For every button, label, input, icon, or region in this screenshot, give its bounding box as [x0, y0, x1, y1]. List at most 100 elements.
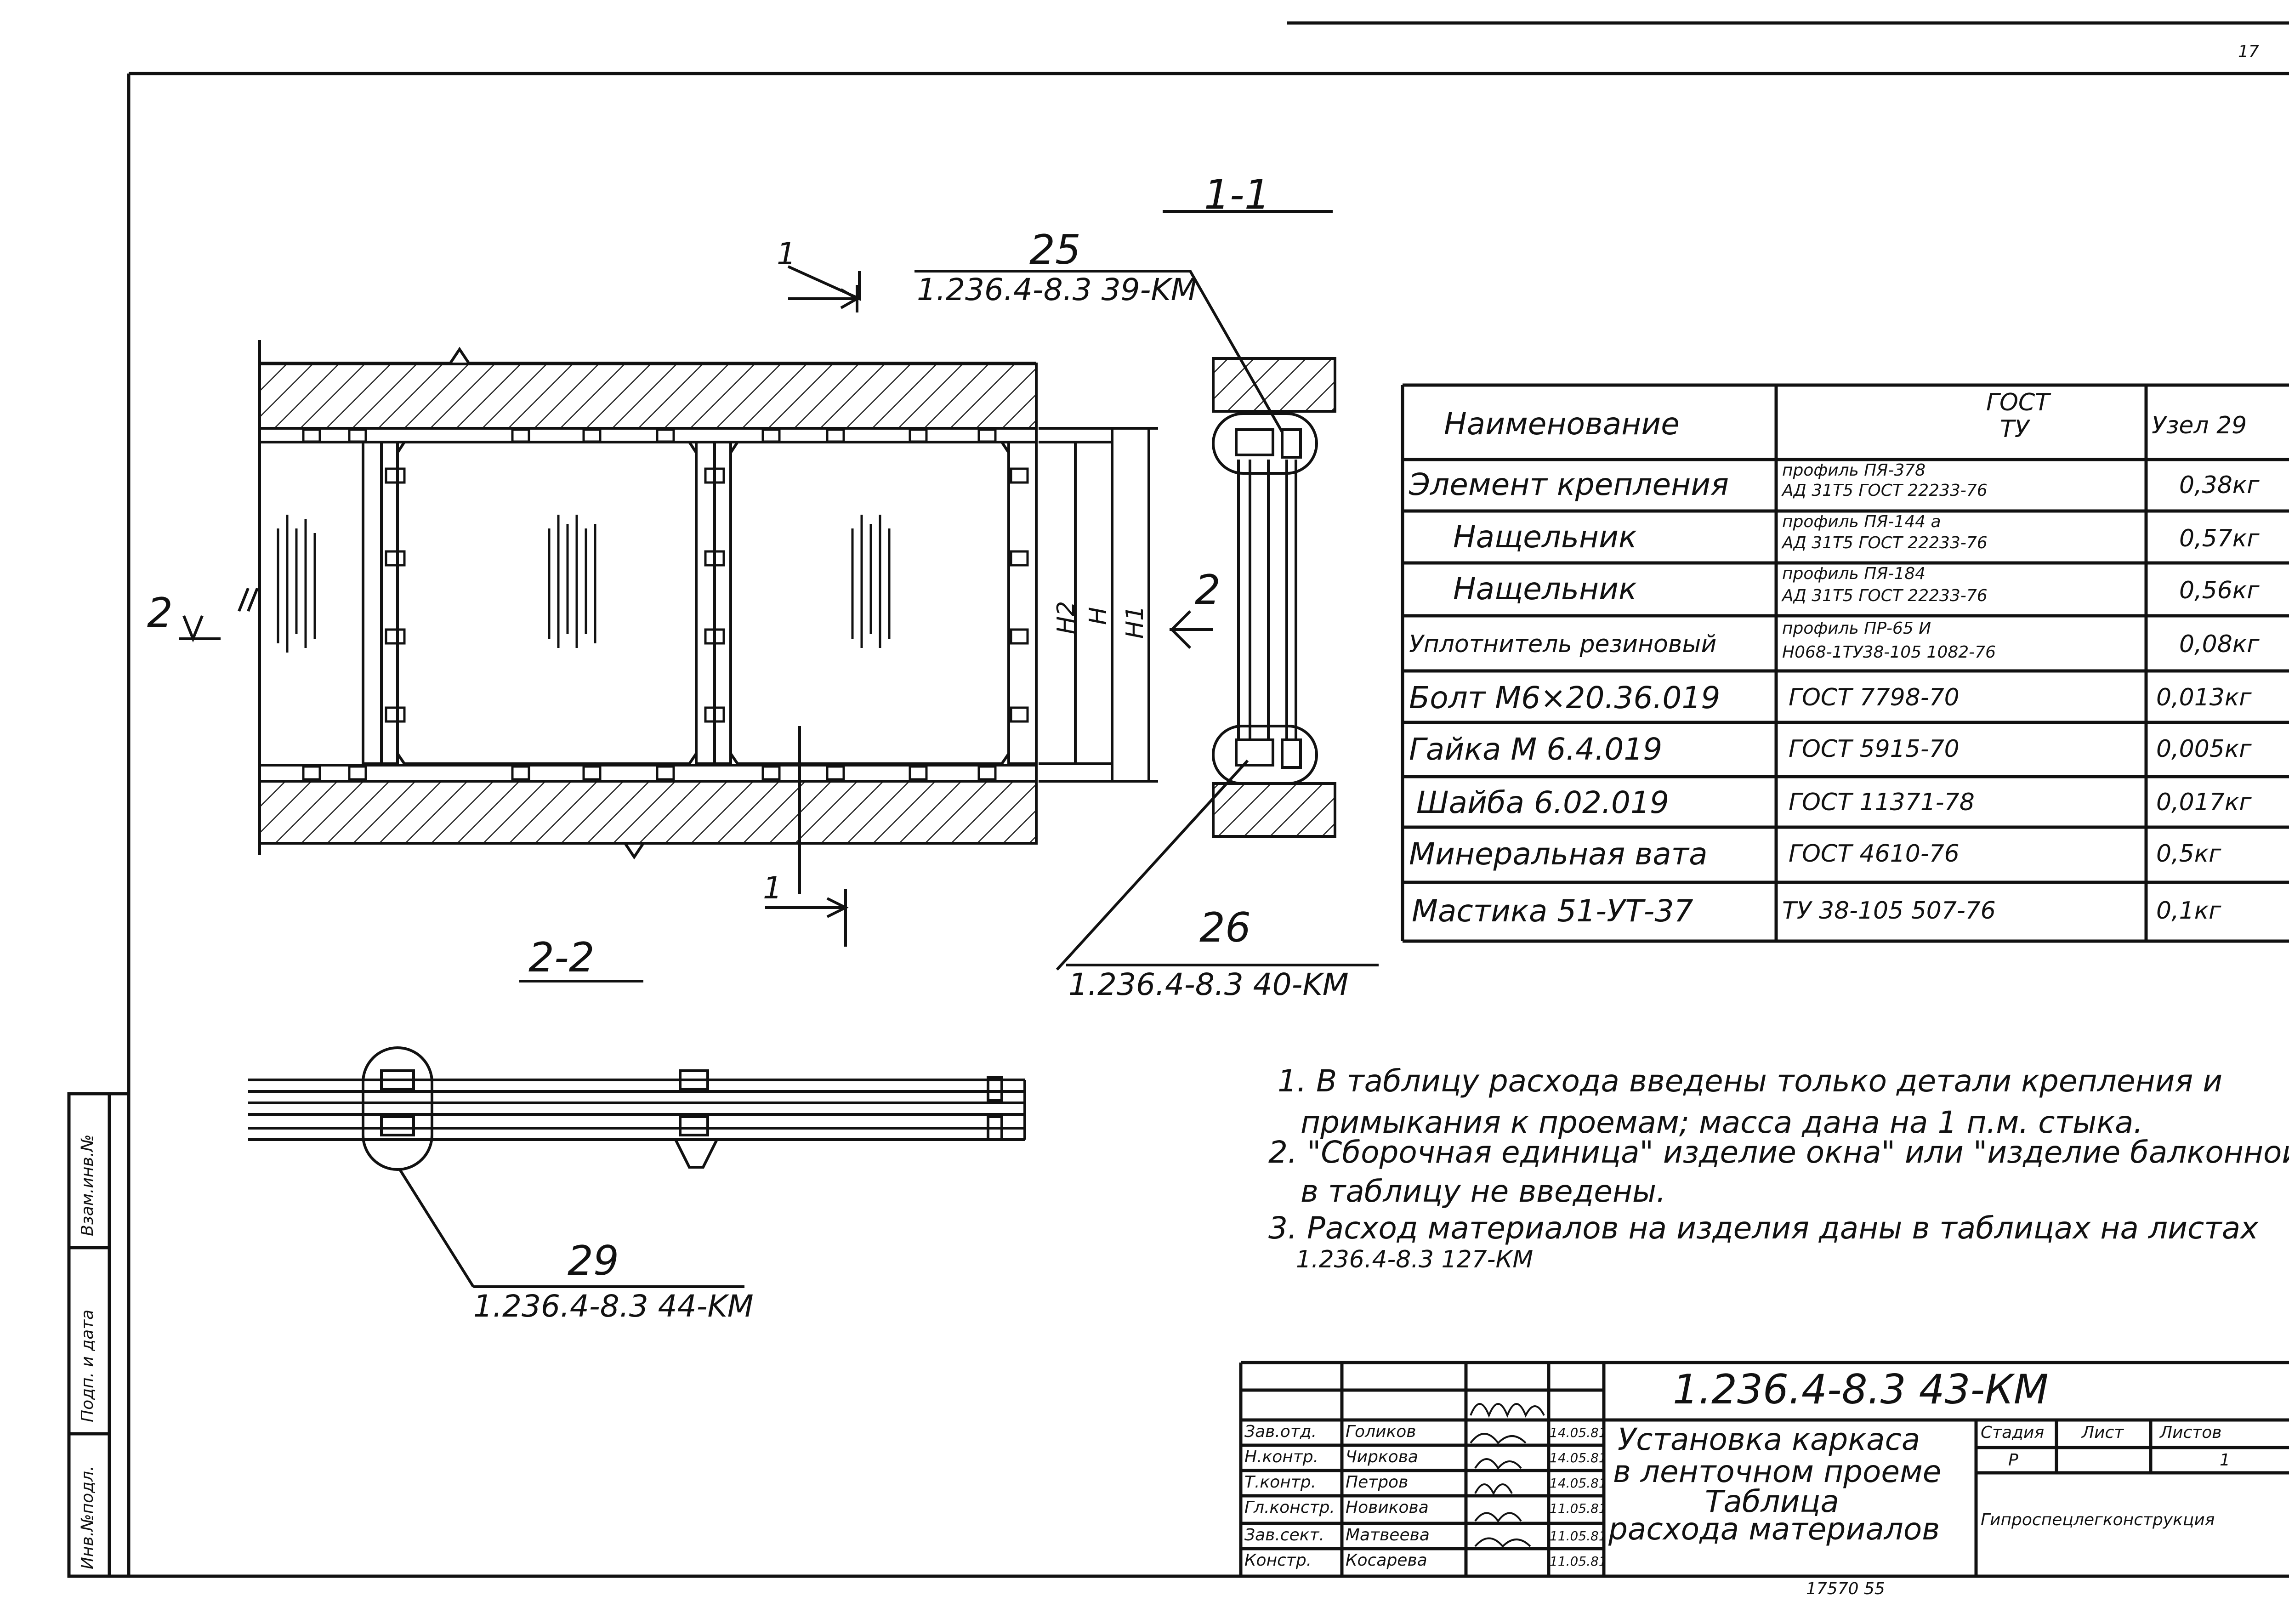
person-role: Констр.	[1244, 1551, 1312, 1570]
table-header: Наименование ГОСТ ТУ Узел 29	[1403, 385, 2289, 460]
dim-h2-label: H2	[1052, 601, 1080, 634]
person-date: 11.05.81	[1550, 1554, 1607, 1569]
document-number: 1.236.4-8.3 43-КМ	[1673, 1366, 2049, 1413]
person-name: Косарева	[1346, 1551, 1427, 1570]
item-gost-2: АД 31Т5 ГОСТ 22233-76	[1782, 481, 1988, 500]
item-mass: 0,017кг	[2156, 789, 2252, 816]
item-mass: 0,08кг	[2179, 630, 2260, 658]
person-name: Чиркова	[1346, 1448, 1418, 1466]
title-block-footer: 17570 55	[1806, 1579, 1885, 1598]
item-name: Нащельник	[1453, 519, 1637, 555]
title-line: расхода материалов	[1608, 1511, 1940, 1547]
item-name: Нащельник	[1453, 571, 1637, 607]
item-gost-1: ГОСТ 7798-70	[1789, 684, 1960, 711]
stamp-podp-data: Подп. и дата	[78, 1309, 97, 1422]
header-name: Наименование	[1444, 406, 1680, 442]
cut-mark-2-left: 2	[147, 589, 173, 636]
node-ref-number: 29	[568, 1237, 619, 1284]
person-name: Матвеева	[1346, 1526, 1430, 1545]
note-line: в таблицу не введены.	[1301, 1174, 1666, 1209]
title-line: Установка каркаса	[1618, 1422, 1920, 1457]
item-gost-1: профиль ПЯ-144 а	[1782, 512, 1941, 531]
stamp-inv-podl: Инв.№подл.	[78, 1465, 97, 1569]
title-block-grid	[1239, 1361, 2289, 1576]
sheet-label: Лист	[2082, 1423, 2124, 1442]
item-mass: 0,1кг	[2156, 897, 2221, 925]
person-name: Новикова	[1346, 1498, 1429, 1517]
item-name: Гайка М 6.4.019	[1409, 732, 1663, 767]
item-gost-1: ГОСТ 4610-76	[1789, 840, 1960, 868]
title-line: Таблица	[1705, 1484, 1839, 1519]
person-date: 11.05.81	[1550, 1528, 1607, 1544]
materials-table-grid	[1401, 383, 2289, 943]
item-gost-1: профиль ПЯ-378	[1782, 461, 1926, 480]
person-role: Н.контр.	[1244, 1448, 1319, 1466]
item-name: Шайба 6.02.019	[1416, 785, 1669, 820]
cut-mark-1-bottom: 1	[763, 870, 782, 906]
person-name: Петров	[1346, 1473, 1409, 1492]
header-node: Узел 29	[2152, 412, 2247, 439]
stamp-vzam-inv: Взам.инв.№	[78, 1134, 97, 1236]
node-ref-sheet: 1.236.4-8.3 44-KM	[473, 1289, 754, 1324]
note-line: 3. Расход материалов на изделия даны в т…	[1268, 1210, 2259, 1246]
person-role: Зав.сект.	[1244, 1526, 1324, 1545]
person-date: 14.05.81	[1550, 1450, 1607, 1465]
section-2-2-view	[248, 1046, 1026, 1288]
item-name: Элемент крепления	[1409, 467, 1729, 502]
person-name: Голиков	[1346, 1422, 1416, 1441]
stage-value: Р	[2008, 1451, 2018, 1470]
signatures	[1470, 1403, 1545, 1548]
item-gost-1: профиль ПЯ-184	[1782, 564, 1926, 583]
section-2-2-title: 2-2	[528, 934, 595, 981]
item-mass: 0,57кг	[2179, 525, 2260, 552]
note-line: 1.236.4-8.3 127-КМ	[1296, 1246, 1534, 1273]
sheets-label: Листов	[2160, 1423, 2222, 1442]
item-mass: 0,56кг	[2179, 577, 2260, 604]
item-mass: 0,013кг	[2156, 684, 2252, 711]
page-number: 17	[2238, 42, 2259, 61]
item-name: Мастика 51-УТ-37	[1412, 893, 1693, 929]
item-mass: 0,005кг	[2156, 735, 2252, 763]
item-gost-2: АД 31Т5 ГОСТ 22233-76	[1782, 534, 1988, 552]
stage-label: Стадия	[1981, 1423, 2045, 1442]
person-date: 14.05.81	[1550, 1476, 1607, 1491]
organization-name: Гипроспецлегконструкция	[1981, 1510, 2215, 1529]
item-mass: 0,5кг	[2156, 840, 2221, 868]
person-date: 14.05.81	[1550, 1425, 1607, 1440]
sheet-frame	[67, 21, 2289, 1578]
node-ref-sheet: 1.236.4-8.3 40-KM	[1068, 967, 1349, 1002]
person-role: Т.контр.	[1244, 1473, 1317, 1492]
item-name: Минеральная вата	[1409, 836, 1708, 872]
cut-mark-2-right: 2	[1195, 566, 1221, 613]
materials-table: Наименование ГОСТ ТУ Узел 29 Элемент кре…	[1403, 385, 2289, 941]
item-gost-2: АД 31Т5 ГОСТ 22233-76	[1782, 586, 1988, 605]
section-1-1-view	[519, 210, 1379, 982]
title-line: в ленточном проеме	[1613, 1454, 1942, 1489]
dim-h1-label: H1	[1121, 605, 1149, 639]
node-ref-number: 26	[1199, 904, 1251, 951]
item-name: Болт М6×20.36.019	[1409, 680, 1721, 715]
item-gost-1: ГОСТ 5915-70	[1789, 735, 1960, 763]
dim-h-label: H	[1085, 607, 1112, 625]
cut-mark-1-top: 1	[777, 236, 796, 272]
note-line: примыкания к проемам; масса дана на 1 п.…	[1301, 1105, 2143, 1140]
note-line: 1. В таблицу расхода введены только дета…	[1278, 1063, 2223, 1099]
node-ref-sheet: 1.236.4-8.3 39-KM	[917, 272, 1197, 307]
item-name: Уплотнитель резиновый	[1409, 630, 1717, 658]
person-role: Зав.отд.	[1244, 1422, 1317, 1441]
person-date: 11.05.81	[1550, 1501, 1607, 1516]
person-role: Гл.констр.	[1244, 1498, 1335, 1517]
section-1-1-title: 1-1	[1204, 171, 1270, 218]
sheets-value: 1	[2220, 1451, 2230, 1470]
item-gost-2: Н068-1ТУ38-105 1082-76	[1782, 643, 1996, 662]
node-ref-number: 25	[1029, 226, 1081, 273]
header-gost: ГОСТ	[1986, 389, 2050, 416]
note-line: 2. "Сборочная единица" изделие окна" или…	[1268, 1135, 2289, 1170]
item-gost-1: ТУ 38-105 507-76	[1782, 897, 1996, 925]
item-gost-1: ГОСТ 11371-78	[1789, 789, 1975, 816]
facade-view	[179, 265, 1213, 947]
item-gost-1: профиль ПР-65 И	[1782, 619, 1931, 638]
item-mass: 0,38кг	[2179, 471, 2260, 499]
header-tu: ТУ	[2000, 415, 2029, 443]
